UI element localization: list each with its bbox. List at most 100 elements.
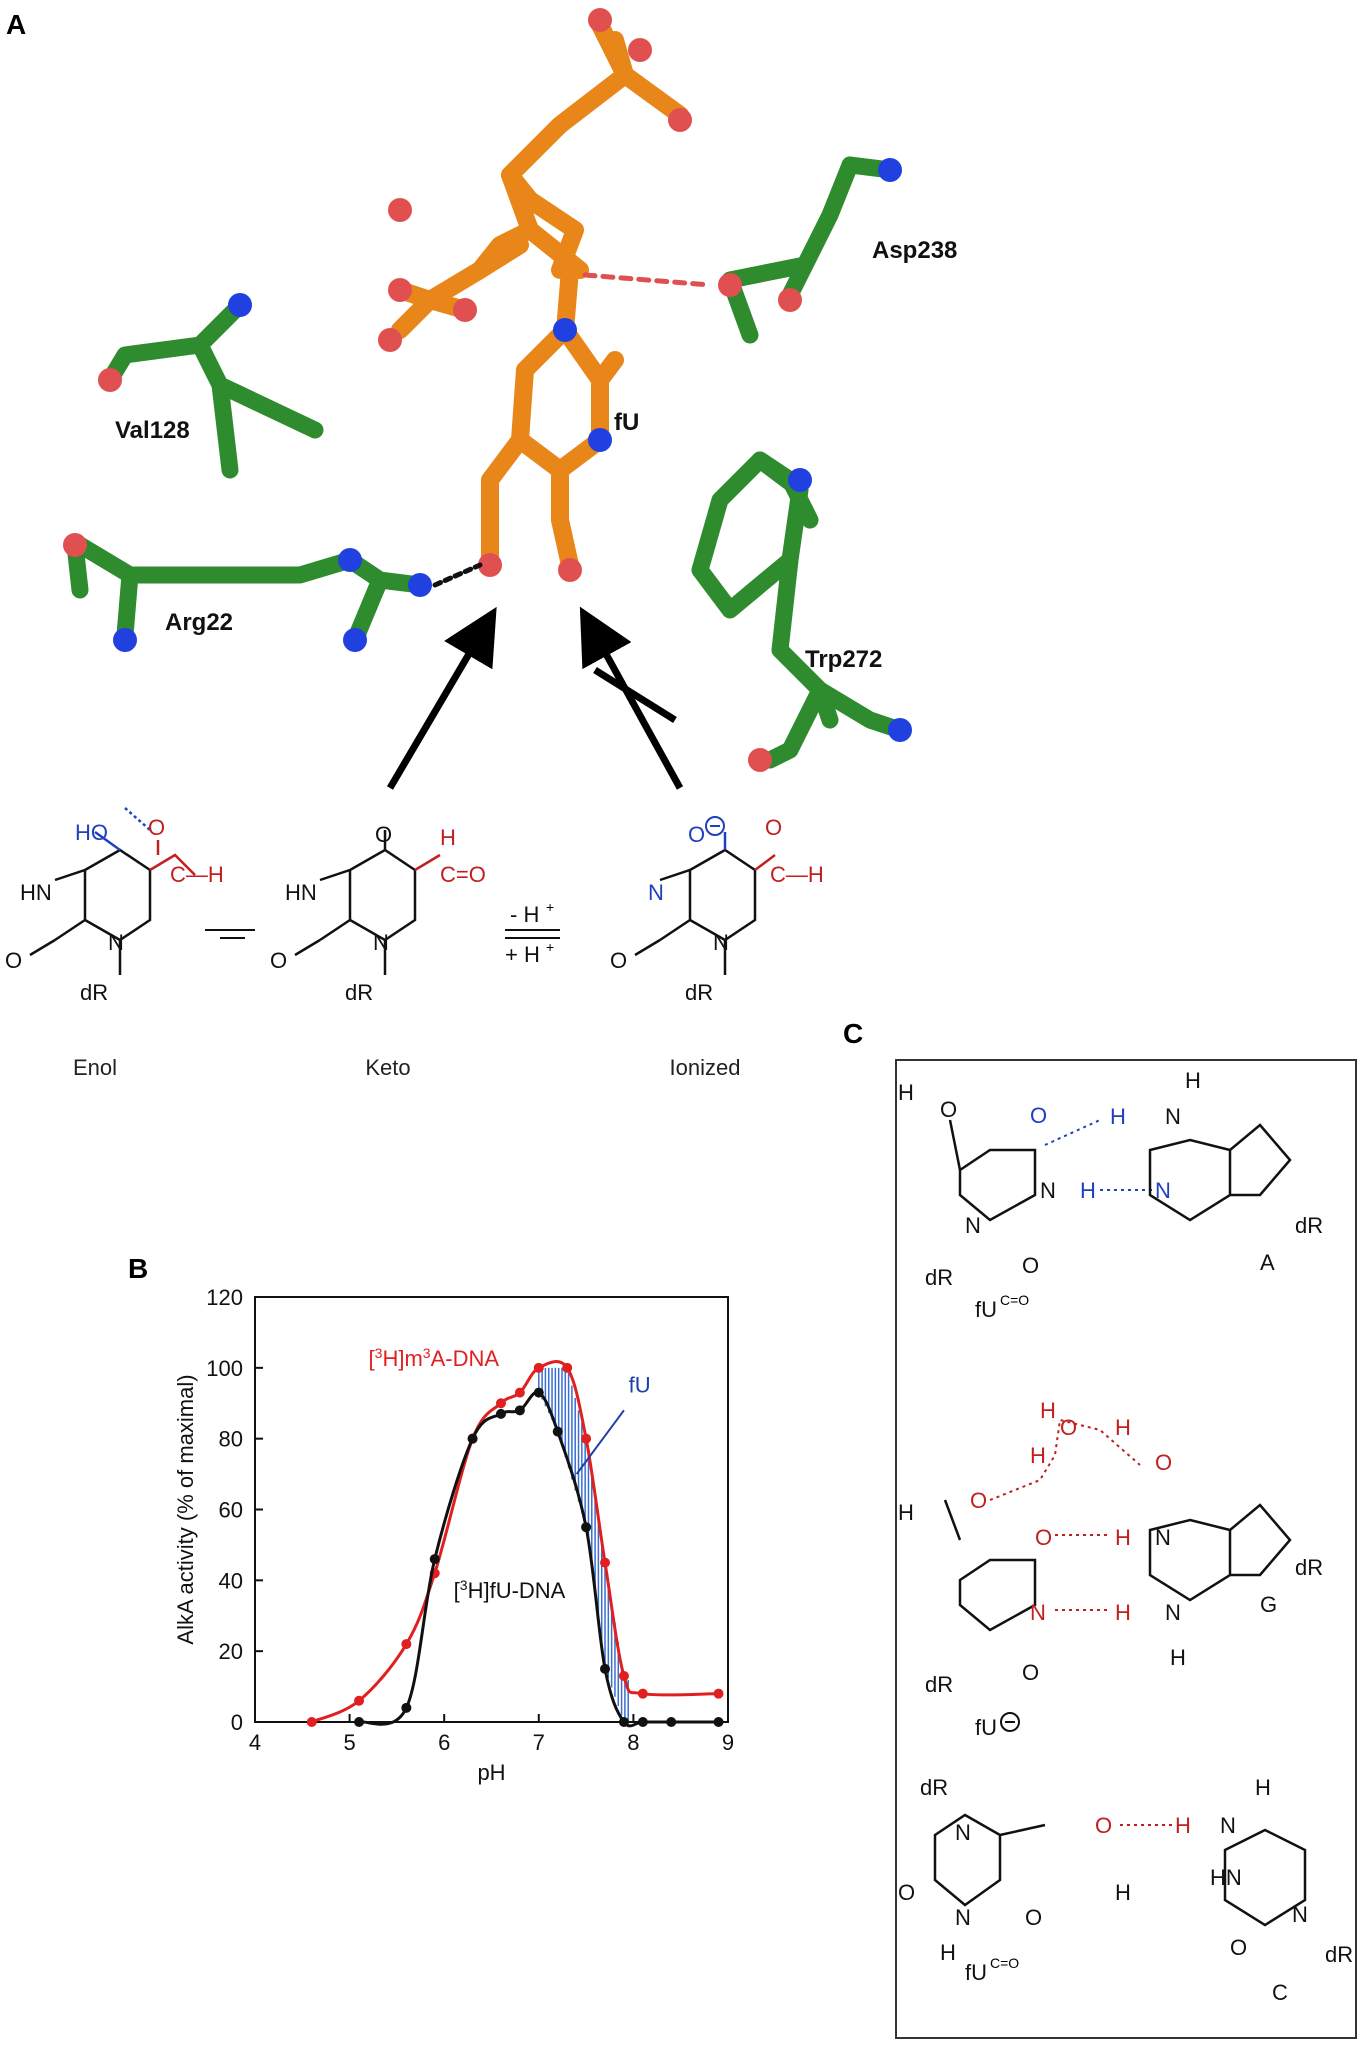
ionized-ch: C—H xyxy=(770,862,824,887)
y-tick-label: 120 xyxy=(206,1285,243,1310)
pc-fu-sup: C=O xyxy=(990,1955,1019,1971)
pc-h4: H xyxy=(1255,1775,1271,1800)
data-point-1 xyxy=(637,1717,648,1727)
series-line-0 xyxy=(311,1360,719,1724)
pc-h2: H xyxy=(1115,1880,1131,1905)
y-tick-label: 20 xyxy=(219,1639,243,1664)
pg-o3: O xyxy=(1022,1660,1039,1685)
data-point-0 xyxy=(637,1688,648,1699)
keto-o: O xyxy=(375,822,392,847)
ionized-o: O xyxy=(688,822,705,847)
arrow-ionized xyxy=(579,606,684,790)
label-val128: Val128 xyxy=(115,417,190,444)
tautomer-enol: HO O C—H HN O N dR Enol xyxy=(5,807,224,1080)
data-point-0 xyxy=(581,1433,592,1444)
pa-o1: O xyxy=(940,1097,957,1122)
pg-dr2: dR xyxy=(1295,1555,1323,1580)
cross-mark xyxy=(593,667,677,723)
data-point-0 xyxy=(618,1670,629,1681)
series-label-fu: [3H]fU-DNA xyxy=(454,1577,566,1603)
pg-o-minus: O xyxy=(1035,1525,1052,1550)
plus-h-sup: + xyxy=(546,939,554,955)
pa-h3: H xyxy=(1080,1178,1096,1203)
pg-h2: H xyxy=(1115,1415,1131,1440)
minus-h: - H xyxy=(510,902,539,927)
ionized-n: N xyxy=(648,880,664,905)
keto-o2: O xyxy=(270,948,287,973)
pg-h: H xyxy=(898,1500,914,1525)
y-tick-label: 100 xyxy=(206,1356,243,1381)
atoms-red xyxy=(63,8,802,772)
keto-h: H xyxy=(440,825,456,850)
keto-hn: HN xyxy=(285,880,317,905)
pa-dr: dR xyxy=(925,1265,953,1290)
data-point-1 xyxy=(354,1717,365,1727)
pc-fu: fU xyxy=(965,1960,987,1985)
data-point-0 xyxy=(533,1362,544,1373)
pair-fu-c: dR N O N H O O H H N H HN O N dR C fU C=… xyxy=(898,1775,1353,2005)
label-ionized: Ionized xyxy=(670,1055,741,1080)
data-point-0 xyxy=(354,1695,365,1706)
hbond-arg xyxy=(432,562,483,588)
pg-n2: N xyxy=(1165,1600,1181,1625)
pc-n2: N xyxy=(955,1905,971,1930)
pa-h: H xyxy=(898,1080,914,1105)
x-tick-label: 4 xyxy=(249,1730,261,1755)
label-arg22: Arg22 xyxy=(165,609,233,636)
pg-o-plus: O xyxy=(1060,1415,1077,1440)
enol-n: N xyxy=(108,930,124,955)
pc-n: N xyxy=(955,1820,971,1845)
x-tick-label: 5 xyxy=(343,1730,355,1755)
y-tick-label: 40 xyxy=(219,1568,243,1593)
pa-n: N xyxy=(1040,1178,1056,1203)
data-point-0 xyxy=(401,1639,412,1650)
label-trp272: Trp272 xyxy=(805,646,882,673)
pa-n2: N xyxy=(1155,1178,1171,1203)
pc-dr2: dR xyxy=(1325,1942,1353,1967)
pg-h5: H xyxy=(1115,1600,1131,1625)
y-tick-label: 60 xyxy=(219,1498,243,1523)
pc-h: H xyxy=(940,1940,956,1965)
pc-hn: HN xyxy=(1210,1865,1242,1890)
label-asp238: Asp238 xyxy=(872,237,957,264)
pg-o2: O xyxy=(1155,1450,1172,1475)
pair-fu-g: H O H O H O H O H N N H N H O dR dR G fU xyxy=(898,1398,1323,1740)
pa-o: O xyxy=(1030,1103,1047,1128)
enol-o: O xyxy=(148,815,165,840)
enol-ho: HO xyxy=(75,820,108,845)
data-point-1 xyxy=(495,1408,506,1419)
base-pair-box xyxy=(895,1059,1357,2039)
pa-fu: fU xyxy=(975,1297,997,1322)
pc-o3: O xyxy=(1095,1813,1112,1838)
pg-h6: H xyxy=(1170,1645,1186,1670)
pc-n3: N xyxy=(1220,1813,1236,1838)
data-point-1 xyxy=(467,1433,478,1444)
pg-h-top: H xyxy=(1040,1398,1056,1423)
panel-label-a: A xyxy=(6,9,26,40)
pa-dr2: dR xyxy=(1295,1213,1323,1238)
y-tick-label: 80 xyxy=(219,1427,243,1452)
pc-o4: O xyxy=(1230,1935,1247,1960)
pa-o2: O xyxy=(1022,1253,1039,1278)
annotation-leader xyxy=(575,1409,625,1475)
y-axis-label: AlkA activity (% of maximal) xyxy=(173,1374,198,1644)
enol-o2: O xyxy=(5,948,22,973)
data-point-0 xyxy=(713,1688,724,1699)
base-a: A xyxy=(1260,1250,1275,1275)
label-fu: fU xyxy=(614,409,639,436)
tautomer-ionized: O O C—H N O N dR Ionized xyxy=(610,815,824,1080)
pair-fu-a: H O O H N H H N N O N dR dR A fU C=O xyxy=(898,1068,1323,1322)
enol-hn: HN xyxy=(20,880,52,905)
ionized-o2: O xyxy=(765,815,782,840)
y-tick-label: 0 xyxy=(231,1710,243,1735)
hbond-asp xyxy=(582,272,713,288)
pg-n1: N xyxy=(1155,1525,1171,1550)
data-point-1 xyxy=(713,1717,724,1727)
enol-ch: C—H xyxy=(170,862,224,887)
label-keto: Keto xyxy=(365,1055,410,1080)
pa-h2: H xyxy=(1110,1104,1126,1129)
pa-n-amine: N xyxy=(1165,1104,1181,1129)
pg-dr: dR xyxy=(925,1672,953,1697)
pg-h3: H xyxy=(1030,1443,1046,1468)
keto-n: N xyxy=(373,930,389,955)
